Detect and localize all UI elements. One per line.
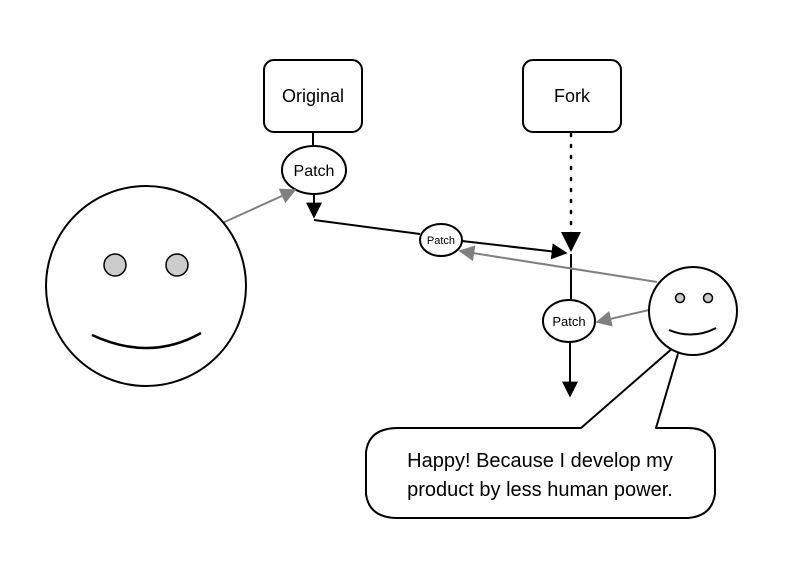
- small-face-smile: [668, 327, 717, 336]
- small-smiley-face: [648, 266, 738, 356]
- big-face-smile: [91, 331, 202, 350]
- patch-transfer-node: Patch: [419, 223, 463, 257]
- small-face-left-eye: [674, 292, 686, 304]
- big-smiley-face: [45, 185, 247, 387]
- patch-original-node: Patch: [281, 145, 347, 195]
- patch-original-label: Patch: [294, 163, 335, 180]
- big-face-to-patch-arrow: [217, 188, 297, 226]
- fork-box: [522, 59, 622, 133]
- small-face-to-transfer-patch-arrow: [458, 245, 658, 283]
- speech-bubble-line-2: product by less human power.: [407, 479, 673, 501]
- small-face-head: [648, 266, 738, 356]
- patch-transfer-label: Patch: [427, 235, 455, 247]
- original-label: Original: [282, 86, 344, 106]
- patch-fork-node: Patch: [542, 299, 596, 343]
- fork-node: Fork: [522, 59, 622, 133]
- small-face-right-eye: [702, 292, 714, 304]
- speech-bubble-line-1: Happy! Because I develop my: [407, 450, 673, 472]
- patch-fork-label: Patch: [552, 314, 585, 329]
- speech-bubble: Happy! Because I develop my product by l…: [365, 339, 716, 519]
- speech-bubble-outline: [365, 339, 716, 519]
- big-face-right-eye: [165, 253, 189, 277]
- patch-transfer-ellipse: [419, 223, 463, 257]
- merge-line-segment-2: [461, 240, 568, 260]
- big-face-left-eye: [103, 253, 127, 277]
- fork-label: Fork: [554, 86, 591, 106]
- original-node: Original: [263, 59, 363, 133]
- small-face-to-fork-patch-arrow: [595, 309, 650, 327]
- merge-line-segment-1: [313, 219, 421, 235]
- big-face-head: [45, 185, 247, 387]
